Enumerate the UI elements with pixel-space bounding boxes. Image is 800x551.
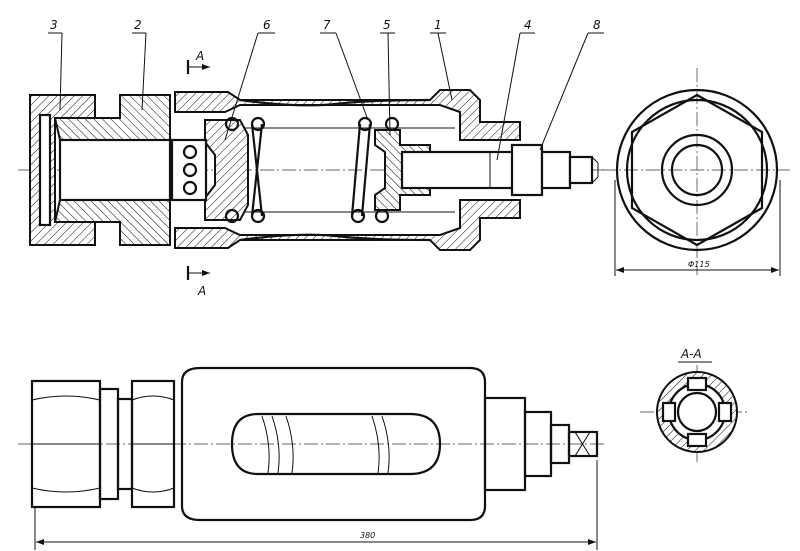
section-marker-top: A <box>195 49 204 63</box>
callout-2: 2 <box>134 18 142 32</box>
length-dimension: 380 <box>360 531 375 540</box>
callout-1: 1 <box>434 18 442 32</box>
callout-5: 5 <box>383 18 391 32</box>
callout-6: 6 <box>263 18 271 32</box>
part-8-locknut <box>510 143 544 197</box>
part-callouts: 3 2 6 7 5 1 4 8 <box>48 18 604 161</box>
part-4-screw <box>400 150 516 190</box>
external-view: 380 <box>18 366 605 550</box>
section-marker-bottom: A <box>197 284 206 298</box>
end-view: Φ115 <box>602 68 790 276</box>
sectional-view: A A 3 2 6 7 5 1 4 8 <box>18 18 605 298</box>
section-title: A-A <box>680 347 702 361</box>
callout-3: 3 <box>50 18 58 32</box>
diameter-dimension: Φ115 <box>688 260 710 269</box>
callout-4: 4 <box>524 18 532 32</box>
part-7-spring <box>224 116 400 224</box>
part-6-valve <box>204 119 249 221</box>
section-a-a: A-A <box>640 347 750 462</box>
callout-7: 7 <box>323 18 331 32</box>
callout-8: 8 <box>593 18 601 32</box>
